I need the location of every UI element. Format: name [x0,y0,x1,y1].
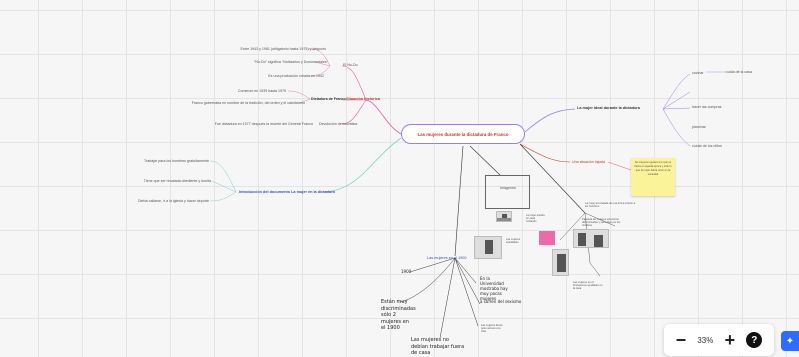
sticky-note-text: Se creyeron iguales a lo que se hacía en… [634,161,672,176]
dictadura-item-2[interactable]: Franco gobernaba en nombre de la tradici… [191,101,305,105]
no-do-item-2[interactable]: "No-Do" significa "Noticiarios y Documen… [253,60,328,64]
central-topic-node[interactable]: Las mujeres durante la dictadura de Fran… [401,124,525,144]
transicion-label[interactable]: Devolución democrática [319,122,358,126]
item-discriminadas[interactable]: Están muy discriminadas sólo 2 mujeres e… [381,299,416,331]
caption-1: La mujer estaba en casa cuidando [526,214,545,223]
no-do-item-3[interactable]: Es una producción creada en 1942 [268,74,324,78]
branch-introduccion[interactable]: Introducción del documento La mujer en l… [239,190,335,194]
item-acceso[interactable]: Las mujeres tienen poco acceso a la vida [481,324,503,333]
branch-mujeres-1900[interactable]: Las mujeres en el 1900 [427,256,467,260]
photo-3[interactable] [573,229,609,248]
caption-3: Las mujeres en el Franquismo ayudaban en… [573,281,603,290]
ideal-sub-item[interactable]: cuida de la casa [726,70,752,74]
dictadura-item-1[interactable]: Comenzó en 1939 hasta 1975 [237,89,286,93]
transicion-item[interactable]: Fue dictadura en 1977 después la muerte … [214,122,313,126]
photo-2[interactable] [474,236,502,259]
no-do-item-1[interactable]: Entre 1943 y 1981 (obligatorio hasta 197… [240,47,326,51]
branch-no-do[interactable]: El No-Do [343,63,358,67]
central-topic-label: Las mujeres durante la dictadura de Fran… [417,131,509,137]
intro-item-1[interactable]: Trabajar para los hombres gratuitamente [144,159,209,163]
zoom-in-button[interactable]: + [724,330,736,350]
zoom-out-button[interactable]: − [675,330,687,350]
item-universidad[interactable]: En la Universidad mostraba hay muy pocas… [480,276,508,301]
sticky-note[interactable]: Se creyeron iguales a lo que se hacía en… [631,158,675,196]
zoom-level: 33% [697,335,714,345]
ideal-item-3[interactable]: planchar [692,125,706,129]
branch-mujer-ideal[interactable]: La mujer ideal durante la dictadura [577,106,640,110]
help-button[interactable]: ? [746,332,763,348]
images-frame[interactable]: Imágenes [485,175,530,209]
intro-item-2[interactable]: Tiene que ser recatada obediente y bonit… [143,179,211,183]
images-frame-title: Imágenes [500,186,516,190]
pink-shape[interactable] [539,231,555,245]
item-trabajar[interactable]: Las mujeres no debían trabajar fuera de … [411,337,465,356]
branch-situacion-historica[interactable]: Situación histórica [346,97,380,101]
photo-4[interactable] [552,249,569,276]
item-sexismo[interactable]: a sufren del sexismo [480,299,522,304]
ideal-item-2[interactable]: hacer las compras [692,105,722,109]
branch-dictadura-franco[interactable]: Dictadura de Franco [311,97,346,101]
ideal-item-1[interactable]: cocinar [692,71,704,75]
intro-item-3[interactable]: Debía callarse, ir a la iglesia y hacer … [138,199,209,203]
ideal-item-4[interactable]: cuidar de los niños [692,144,722,148]
magic-assistant-icon[interactable]: ✦ [781,331,799,351]
note-2[interactable]: Papeleta las mujeres estuvieron discrimi… [582,218,621,227]
zoom-toolbar: − 33% + ? [664,324,774,356]
caption-2: Las mujeres estudiaban [506,238,521,244]
year-1900[interactable]: 1900 [401,269,412,274]
note-1[interactable]: La mujer era tratada de una forma inferi… [585,202,636,208]
branch-situacion-injusta[interactable]: Una situación injusta [572,160,606,164]
photo-1[interactable] [496,211,512,222]
